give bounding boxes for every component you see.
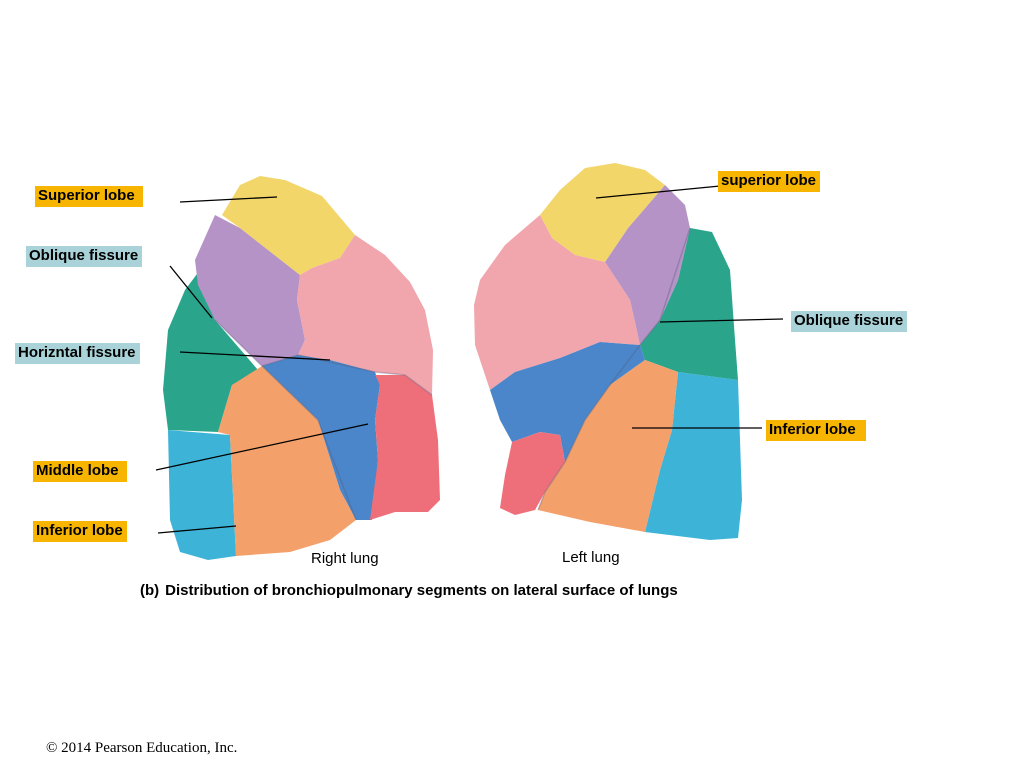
leader-right-superior <box>179 196 278 203</box>
right-horizontal-fissure-edge <box>261 354 433 396</box>
figure-caption-tag: (b) <box>140 582 160 599</box>
left-lung-name: Left lung <box>562 549 620 566</box>
left-purple-segment <box>605 185 690 345</box>
copyright-notice: © 2014 Pearson Education, Inc. <box>46 740 238 756</box>
leader-right-oblique <box>169 265 213 319</box>
label-left-inferior-lobe: Inferior lobe <box>766 420 866 441</box>
leader-right-inferior <box>157 525 237 534</box>
label-left-superior-lobe: superior lobe <box>718 171 821 192</box>
label-right-superior-lobe: Superior lobe <box>35 186 143 207</box>
leader-lines <box>155 185 784 534</box>
left-oblique-fissure-edge <box>537 227 691 511</box>
leader-left-oblique <box>659 318 784 323</box>
right-inferior-cyan-segment <box>168 430 236 560</box>
left-yellow-segment <box>540 163 665 262</box>
left-pink-segment <box>474 215 640 390</box>
leader-left-superior <box>595 185 721 199</box>
label-right-middle-lobe: Middle lobe <box>33 461 127 482</box>
label-right-horizontal-fissure: Horizntal fissure <box>15 343 140 364</box>
right-teal-segment <box>163 270 258 432</box>
label-left-oblique-fissure: Oblique fissure <box>791 311 908 332</box>
right-lung-name: Right lung <box>311 550 379 567</box>
right-pink-segment <box>297 235 433 395</box>
right-blue-segment <box>262 355 380 520</box>
leader-right-middle <box>155 423 369 471</box>
figure-caption-text: Distribution of bronchiopulmonary segmen… <box>165 582 678 599</box>
left-orange-segment <box>538 360 678 532</box>
left-red-lingula-segment <box>500 432 565 515</box>
label-right-inferior-lobe: Inferior lobe <box>33 521 127 542</box>
right-oblique-fissure-edge <box>214 319 357 521</box>
left-cyan-segment <box>645 372 742 540</box>
leader-right-horizontal <box>179 351 331 361</box>
right-red-segment <box>370 375 440 520</box>
left-blue-segment <box>490 342 645 462</box>
right-purple-segment <box>195 215 305 366</box>
label-right-oblique-fissure: Oblique fissure <box>26 246 143 267</box>
right-orange-segment <box>218 366 356 556</box>
left-teal-segment <box>640 228 738 380</box>
left-lung <box>474 163 742 540</box>
right-yellow-segment <box>222 176 355 275</box>
figure-caption: (b) Distribution of bronchiopulmonary seg… <box>140 582 678 599</box>
right-lung <box>163 176 440 560</box>
